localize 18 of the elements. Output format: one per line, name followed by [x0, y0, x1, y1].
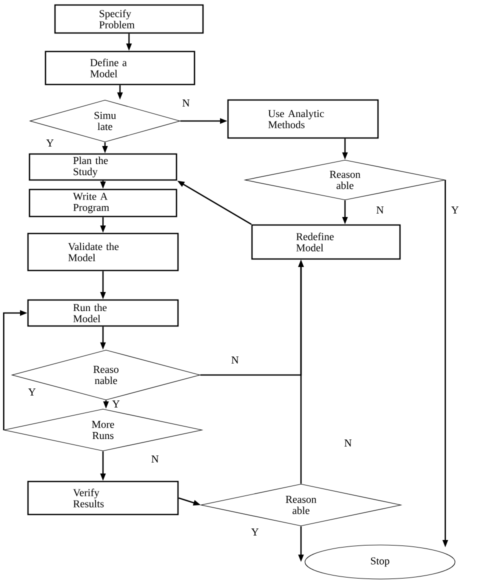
edge-label: N [343, 438, 353, 448]
edge-label: Y [450, 205, 460, 215]
edge-label: Y [250, 527, 260, 537]
process-box: Specify Problem [54, 4, 204, 34]
process-box: Plan the Study [28, 153, 178, 181]
edge-label: N [375, 205, 385, 215]
process-box: Validate the Model [27, 232, 179, 272]
edge-label: Y [27, 387, 37, 397]
process-box: Write A Program [28, 188, 178, 218]
edge-label: N [150, 454, 160, 464]
process-box: Use Analytic Methods [227, 99, 379, 139]
edge-label: Y [111, 399, 121, 409]
process-box: Redefine Model [251, 224, 401, 260]
process-box: Verify Results [27, 480, 179, 516]
process-box: Define a Model [44, 50, 196, 86]
process-box: Run the Model [27, 299, 179, 327]
edge-label: N [230, 355, 240, 365]
edge-label: N [181, 98, 191, 108]
